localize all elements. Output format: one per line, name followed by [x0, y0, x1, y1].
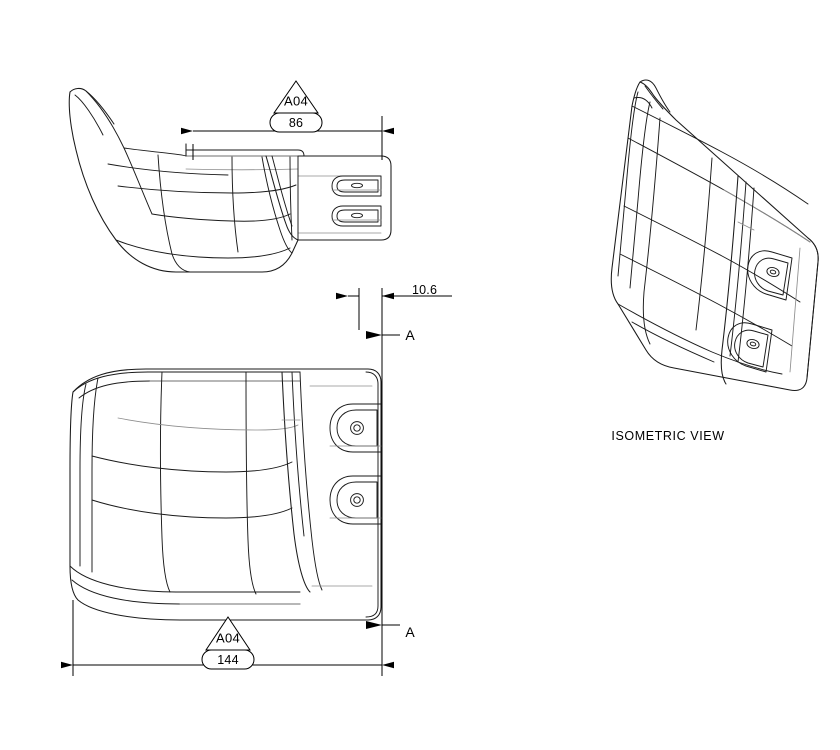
dimension-144	[61, 600, 394, 676]
datum-a04-top	[273, 80, 319, 114]
dimension-86	[181, 112, 394, 160]
dimension-86-value: 86	[288, 115, 304, 130]
datum-a04-front	[205, 616, 251, 651]
isometric-view-label: ISOMETRIC VIEW	[611, 428, 725, 443]
dimension-10-6	[336, 288, 452, 640]
datum-a04-front-value: A04	[215, 630, 241, 646]
section-letter-top: A	[405, 327, 415, 343]
dimension-10-6-value: 10.6	[412, 283, 438, 297]
dimension-144-value: 144	[217, 652, 239, 667]
section-a-a-marks	[366, 331, 400, 629]
section-letter-bottom: A	[405, 624, 415, 640]
datum-a04-top-value: A04	[283, 93, 309, 109]
front-view-geometry	[69, 368, 382, 621]
isometric-view-geometry	[610, 79, 819, 391]
top-view-geometry	[68, 87, 392, 273]
